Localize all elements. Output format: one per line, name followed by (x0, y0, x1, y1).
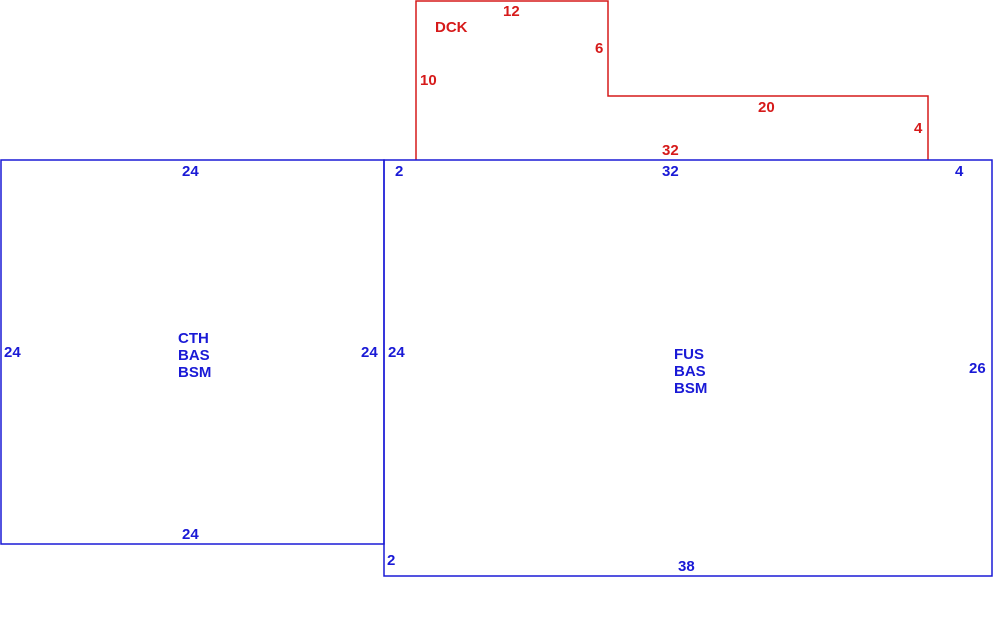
fus-dim-bottom-left: 2 (387, 552, 395, 569)
fus-dim-left: 24 (388, 344, 405, 361)
deck-dim-top: 12 (503, 3, 520, 20)
fus-dim-top-left: 2 (395, 163, 403, 180)
fus-label-line-3: BSM (674, 380, 707, 397)
fus-label-line-1: FUS (674, 346, 704, 363)
deck-dim-step-top: 20 (758, 99, 775, 116)
cth-label-line-2: BAS (178, 347, 210, 364)
deck-dim-right-upper: 6 (595, 40, 603, 57)
fus-label-line-2: BAS (674, 363, 706, 380)
cth-dim-bottom: 24 (182, 526, 199, 543)
deck-dim-right-lower: 4 (914, 120, 923, 137)
fus-dim-top: 32 (662, 163, 679, 180)
deck-name-label: DCK (435, 19, 468, 36)
cth-dim-left: 24 (4, 344, 21, 361)
fus-dim-top-right: 4 (955, 163, 964, 180)
deck-outline (415, 0, 929, 160)
fus-outline (383, 159, 993, 577)
deck-dim-left: 10 (420, 72, 437, 89)
fus-dim-bottom: 38 (678, 558, 695, 575)
cth-label-line-3: BSM (178, 364, 211, 381)
cth-label-line-1: CTH (178, 330, 209, 347)
fus-dim-right: 26 (969, 360, 986, 377)
deck-dim-bottom: 32 (662, 142, 679, 159)
cth-dim-right: 24 (361, 344, 378, 361)
cth-dim-top: 24 (182, 163, 199, 180)
